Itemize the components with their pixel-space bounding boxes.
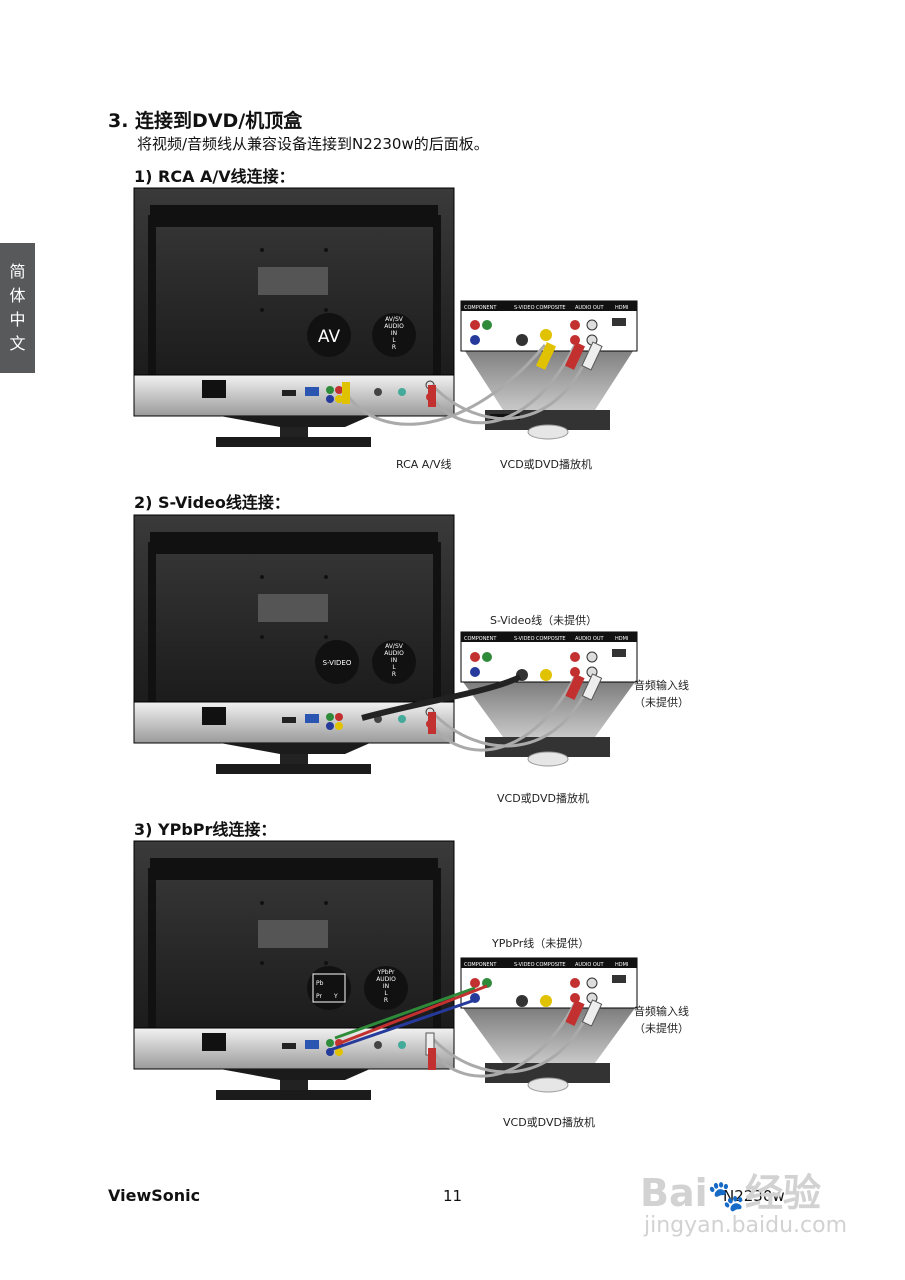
footer-brand: ViewSonic (108, 1186, 201, 1205)
svg-text:COMPONENT: COMPONENT (464, 962, 497, 968)
section-description: 将视频/音频线从兼容设备连接到N2230w的后面板。 (137, 135, 489, 153)
av-callout-text: AV (318, 327, 341, 347)
cable-label: RCA A/V线 (396, 458, 452, 471)
subheading-svideo: 2) S-Video线连接： (134, 493, 290, 512)
svg-text:AUDIO: AUDIO (376, 976, 396, 983)
section-title: 3. 连接到DVD/机顶盒 (108, 110, 303, 132)
svg-text:HDMI: HDMI (615, 305, 628, 311)
dvd-rear-panel-icon: COMPONENT S-VIDEO COMPOSITE AUDIO OUT HD… (460, 957, 638, 1093)
svg-text:AUDIO: AUDIO (384, 650, 404, 657)
svg-text:Pr: Pr (316, 993, 323, 1000)
svg-text:AUDIO OUT: AUDIO OUT (575, 636, 605, 642)
svg-text:AV/SV: AV/SV (385, 643, 404, 650)
svg-text:Pb: Pb (316, 980, 324, 987)
svg-text:COMPONENT: COMPONENT (464, 305, 497, 311)
cable-label: S-Video线（未提供） (490, 614, 598, 627)
svg-text:S-VIDEO: S-VIDEO (514, 305, 535, 311)
baidu-watermark-url: jingyan.baidu.com (644, 1213, 848, 1238)
page-number: 11 (443, 1187, 463, 1205)
svg-text:HDMI: HDMI (615, 636, 628, 642)
player-label: VCD或DVD播放机 (500, 458, 592, 471)
audio-in-callout-circle (372, 313, 416, 357)
svg-text:Y: Y (333, 993, 338, 1000)
monitor-back-icon (133, 840, 455, 1100)
dvd-rear-panel-icon: COMPONENT S-VIDEO COMPOSITE AUDIO OUT HD… (460, 631, 638, 767)
audio-cable-note: （未提供） (634, 1022, 689, 1035)
svg-text:IN: IN (391, 330, 397, 337)
svg-text:AUDIO OUT: AUDIO OUT (575, 305, 605, 311)
svg-text:AUDIO OUT: AUDIO OUT (575, 962, 605, 968)
svg-text:IN: IN (391, 657, 397, 664)
svideo-callout-circle (315, 640, 359, 684)
av-callout-circle (307, 313, 351, 357)
svg-text:COMPOSITE: COMPOSITE (536, 962, 566, 968)
svg-text:COMPOSITE: COMPOSITE (536, 636, 566, 642)
language-side-tab: 简 体 中 文 (0, 243, 35, 373)
baidu-watermark-logo: Bai🐾经验 (640, 1171, 822, 1215)
monitor-back-icon (133, 187, 455, 447)
svg-text:IN: IN (383, 983, 389, 990)
svg-text:L: L (392, 664, 396, 671)
svg-text:S-VIDEO: S-VIDEO (514, 636, 535, 642)
monitor-back-icon (133, 514, 455, 774)
svideo-connection-diagram: S-VIDEO AV/SV AUDIO IN L R COMPONENT S-V… (133, 514, 638, 774)
svg-text:L: L (384, 990, 388, 997)
audio-cable-label: 音频输入线 (634, 1005, 689, 1018)
svg-text:R: R (384, 997, 388, 1004)
audio-cable-note: （未提供） (634, 696, 689, 709)
svg-text:HDMI: HDMI (615, 962, 628, 968)
player-label: VCD或DVD播放机 (497, 792, 589, 805)
svg-text:COMPOSITE: COMPOSITE (536, 305, 566, 311)
side-tab-char: 简 (9, 262, 26, 281)
audio-in-callout-circle (372, 640, 416, 684)
svg-text:S-VIDEO: S-VIDEO (323, 659, 352, 667)
rca-connection-diagram: AV AV/SV AUDIO IN L R COMPONENT S-VIDEO … (133, 187, 638, 447)
audio-in-callout-circle (364, 966, 408, 1010)
subheading-rca: 1) RCA A/V线连接： (134, 167, 295, 186)
cable-label: YPbPr线（未提供） (492, 937, 590, 950)
svg-text:COMPONENT: COMPONENT (464, 636, 497, 642)
svg-text:R: R (392, 344, 396, 351)
footer-model: N2230w (723, 1187, 785, 1205)
svg-text:AV/SV: AV/SV (385, 316, 404, 323)
dvd-rear-panel-icon: COMPONENT S-VIDEO COMPOSITE AUDIO OUT HD… (460, 300, 638, 440)
subheading-ypbpr: 3) YPbPr线连接： (134, 820, 277, 839)
svg-text:YPbPr: YPbPr (376, 969, 395, 976)
side-tab-char: 中 (9, 310, 26, 329)
svg-text:S-VIDEO: S-VIDEO (514, 962, 535, 968)
side-tab-char: 体 (9, 286, 26, 305)
svg-text:AUDIO: AUDIO (384, 323, 404, 330)
player-label: VCD或DVD播放机 (503, 1116, 595, 1129)
audio-cable-label: 音频输入线 (634, 679, 689, 692)
svg-text:L: L (392, 337, 396, 344)
ypbpr-callout-circle (307, 966, 351, 1010)
side-tab-char: 文 (9, 334, 26, 353)
ypbpr-connection-diagram: Pb Pr Y YPbPr AUDIO IN L R COMPONENT S-V… (133, 840, 638, 1100)
svg-text:R: R (392, 671, 396, 678)
